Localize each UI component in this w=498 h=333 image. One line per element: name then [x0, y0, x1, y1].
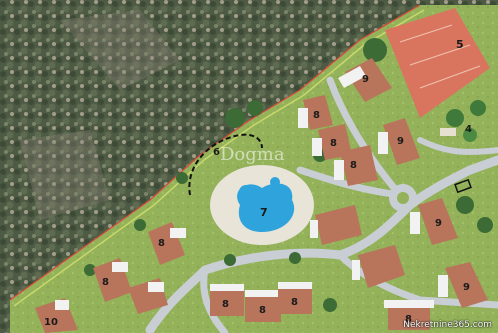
label-b8-bottom3: 8	[291, 297, 298, 308]
label-b8-midright: 8	[330, 138, 337, 149]
building-b8-bottom2	[245, 290, 281, 322]
building-b8-midright	[312, 124, 352, 160]
building-b8-topmid	[298, 95, 333, 130]
credit-watermark: Nekretnine365.com	[403, 320, 492, 330]
building-b8-bottom1	[210, 284, 244, 316]
label-b9-bottomright: 9	[463, 282, 470, 293]
label-park: 4	[465, 124, 472, 135]
label-tennis: 5	[456, 38, 464, 51]
tree-clumps	[84, 38, 493, 312]
building-b8-bottomright	[384, 300, 434, 330]
label-b9-top: 9	[362, 74, 369, 85]
label-b9-right: 9	[397, 136, 404, 147]
building-b10	[35, 298, 78, 333]
building-b8-left2	[93, 258, 168, 314]
tennis-courts	[385, 8, 490, 118]
label-b8-topmid: 8	[313, 110, 320, 121]
road-network	[145, 76, 498, 333]
roundabout-island	[397, 192, 409, 204]
zone-6-boundary	[188, 133, 263, 196]
park-area	[440, 100, 486, 142]
building-b8-left1	[148, 222, 186, 265]
label-b8-bottom2: 8	[259, 305, 266, 316]
building-b8-east-cluster	[310, 205, 405, 288]
label-pool: 7	[260, 206, 268, 219]
property-boundary	[9, 4, 421, 301]
forest-clearing	[20, 10, 180, 220]
boundary-hedge	[13, 9, 425, 307]
label-b8-left1: 8	[158, 238, 165, 249]
label-b9-farright: 9	[435, 218, 442, 229]
watermark-logo: Dogma	[220, 144, 285, 165]
building-b9-bottomright	[438, 262, 488, 308]
building-b8-centerright	[334, 145, 378, 186]
pool-plaza	[210, 165, 314, 245]
label-b8-bottom1: 8	[222, 299, 229, 310]
building-b9-right	[378, 118, 420, 165]
label-b8-bottomright: 8	[405, 314, 412, 325]
building-b9-farright	[410, 198, 458, 245]
label-b8-left2: 8	[102, 277, 109, 288]
label-b8-centerright: 8	[350, 160, 357, 171]
marker-box	[454, 178, 472, 194]
label-zone-6: 6	[213, 147, 220, 158]
building-b8-bottom3	[278, 282, 312, 314]
building-b9-top	[338, 58, 392, 102]
label-b10: 10	[44, 317, 58, 328]
